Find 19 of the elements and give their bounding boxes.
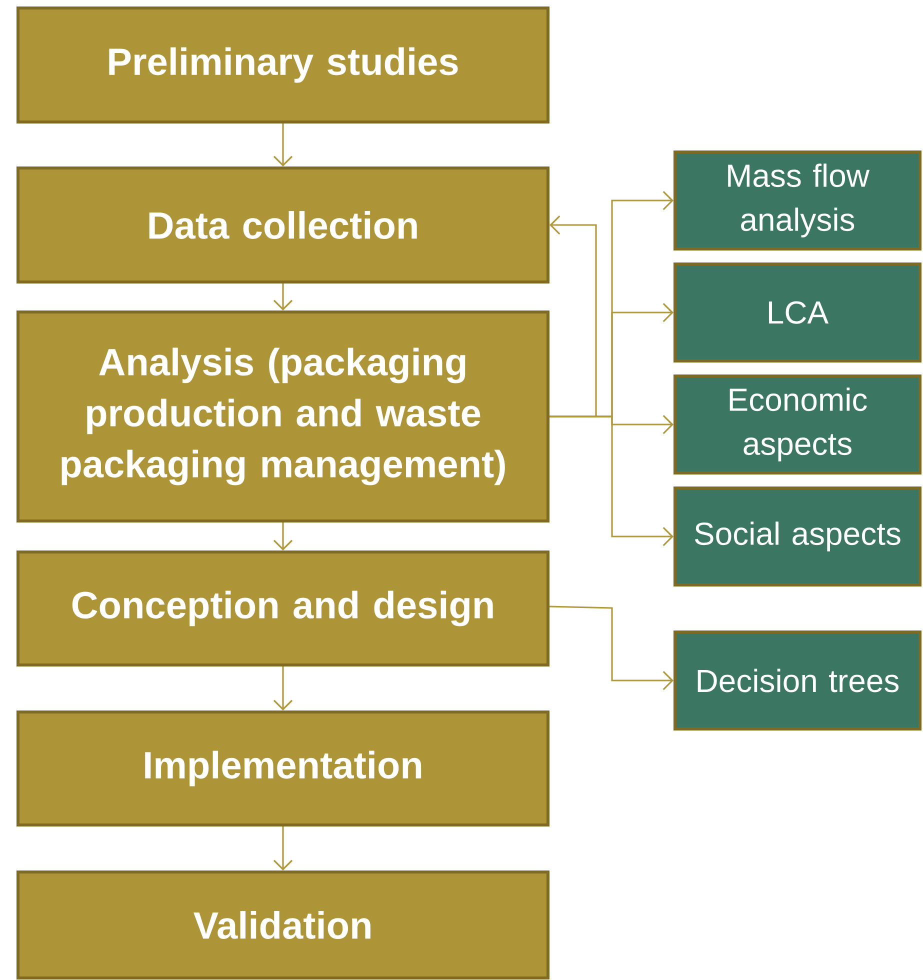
arrow xyxy=(273,284,293,310)
method-box: Decision trees xyxy=(674,630,922,730)
method-box: Mass flow analysis xyxy=(674,150,922,250)
method-box: Social aspects xyxy=(674,486,922,586)
method-box: Economic aspects xyxy=(674,374,922,474)
arrow xyxy=(273,826,293,870)
arrow xyxy=(273,522,293,550)
main-step-box: Data collection xyxy=(16,166,550,284)
arrow xyxy=(273,124,293,166)
main-step-box: Analysis (packaging production and waste packaging management) xyxy=(16,310,550,522)
main-step-box: Validation xyxy=(16,870,550,980)
main-step-box: Conception and design xyxy=(16,550,550,666)
arrow xyxy=(550,215,597,418)
method-box: LCA xyxy=(674,262,922,362)
main-step-box: Implementation xyxy=(16,710,550,826)
arrow xyxy=(550,416,674,546)
main-step-box: Preliminary studies xyxy=(16,6,550,124)
arrow xyxy=(549,606,674,690)
arrow xyxy=(273,666,293,710)
